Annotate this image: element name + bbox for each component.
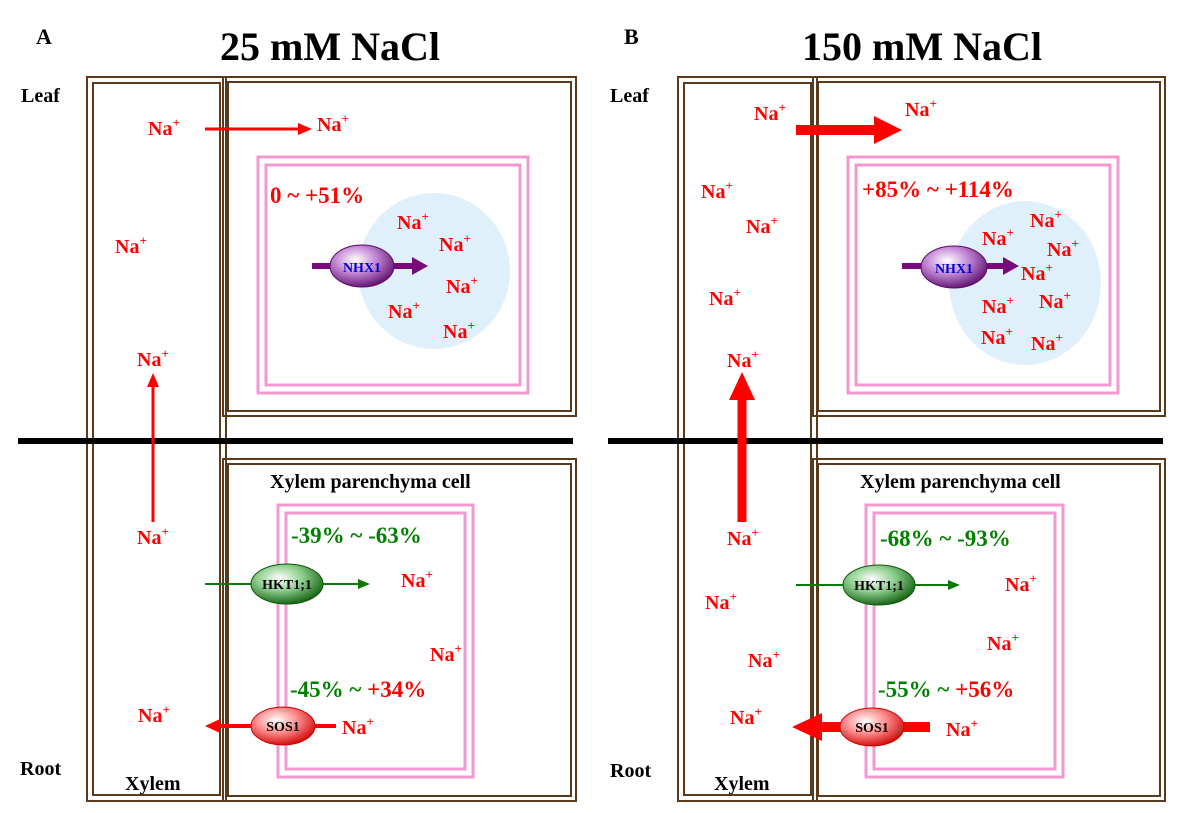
nhx1-change: 0 ~ +51% — [270, 183, 364, 208]
root-cell-wall — [222, 458, 577, 802]
nhx1-change: +85% ~ +114% — [862, 177, 1014, 202]
leaf-cell-membrane — [846, 155, 1120, 395]
na-ion: Na+ — [946, 716, 978, 741]
na-ion: Na+ — [1031, 330, 1063, 355]
root-cell-wall — [812, 458, 1166, 802]
arrow-root-to-leaf — [729, 372, 755, 522]
sos1-change: -55% ~ +56% — [878, 677, 1014, 702]
xylem-label: Xylem — [125, 773, 181, 795]
root-label: Root — [610, 760, 651, 782]
leaf-cell-wall-inner — [817, 81, 1161, 412]
arrow-root-to-leaf — [147, 373, 159, 522]
nhx1-label: NHX1 — [935, 262, 973, 277]
na-ion: Na+ — [746, 213, 778, 238]
na-ions-a: Na+ Na+ Na+ Na+ Na+ Na+ Na+ Na+ Na+ Na+ … — [115, 111, 478, 739]
leaf-cell-wall-inner — [227, 81, 572, 412]
root-cell-wall-inner — [227, 463, 572, 797]
sos1-change: -45% ~ +34% — [290, 677, 426, 702]
hkt1-change: -39% ~ -63% — [291, 523, 422, 548]
hkt1-transporter: HKT1;1 — [842, 564, 916, 606]
leaf-cell-membrane — [256, 155, 530, 395]
na-ion: Na+ — [730, 704, 762, 729]
na-ion: Na+ — [443, 318, 475, 343]
sos1-transporter: SOS1 — [250, 706, 316, 746]
root-cell-membrane-inner — [872, 511, 1057, 771]
na-ion: Na+ — [137, 524, 169, 549]
na-ion: Na+ — [115, 233, 147, 258]
na-ion: Na+ — [987, 630, 1019, 655]
na-ion: Na+ — [748, 647, 780, 672]
panel-letter: A — [36, 24, 52, 49]
panel-letter: B — [624, 24, 639, 49]
xylem-parenchyma-cell-label: Xylem parenchyma cell — [860, 471, 1061, 493]
na-ion: Na+ — [446, 273, 478, 298]
nhx1-label: NHX1 — [343, 261, 381, 276]
panel-title: 25 mM NaCl — [220, 24, 440, 69]
na-ion: Na+ — [709, 285, 741, 310]
na-ion: Na+ — [754, 100, 786, 125]
sos1-transporter: SOS1 — [839, 707, 905, 747]
vacuole — [949, 201, 1101, 365]
leaf-label: Leaf — [21, 85, 60, 107]
sos1-label: SOS1 — [266, 720, 299, 735]
xylem-parenchyma-cell-label: Xylem parenchyma cell — [270, 471, 471, 493]
na-ion: Na+ — [388, 298, 420, 323]
na-ion: Na+ — [1047, 236, 1079, 261]
root-cell-membrane — [276, 503, 475, 779]
xylem-label: Xylem — [714, 773, 770, 795]
na-ion: Na+ — [701, 178, 733, 203]
na-ion: Na+ — [1030, 207, 1062, 232]
panel-b: B 150 mM NaCl Leaf Root Xylem Xylem pare… — [608, 24, 1166, 802]
root-cell-wall-inner — [817, 463, 1161, 797]
na-ions-b: Na+ Na+ Na+ Na+ Na+ Na+ Na+ Na+ Na+ Na+ … — [701, 96, 1079, 741]
na-ion: Na+ — [439, 231, 471, 256]
na-ion: Na+ — [705, 589, 737, 614]
root-cell-membrane — [864, 503, 1065, 779]
hkt1-transporter: HKT1;1 — [250, 563, 324, 605]
na-ion: Na+ — [1021, 260, 1053, 285]
hkt1-label: HKT1;1 — [262, 578, 312, 593]
arrow-xylem-to-leaf — [796, 116, 902, 144]
na-ion: Na+ — [905, 96, 937, 121]
sos1-label: SOS1 — [855, 721, 888, 736]
leaf-cell-membrane-inner — [854, 163, 1112, 387]
panel-a: A 25 mM NaCl Leaf Root Xylem Xylem paren… — [18, 24, 577, 802]
na-ion: Na+ — [430, 641, 462, 666]
leaf-cell-wall — [812, 76, 1166, 417]
na-ion: Na+ — [317, 111, 349, 136]
leaf-cell-membrane-inner — [264, 163, 522, 387]
na-ion: Na+ — [397, 209, 429, 234]
na-ion: Na+ — [137, 346, 169, 371]
panel-title: 150 mM NaCl — [802, 24, 1042, 69]
leaf-label: Leaf — [610, 85, 649, 107]
nhx1-transporter: NHX1 — [920, 245, 988, 289]
na-ion: Na+ — [401, 567, 433, 592]
vacuole — [358, 193, 510, 349]
na-ion: Na+ — [342, 714, 374, 739]
na-ion: Na+ — [1005, 571, 1037, 596]
na-ion: Na+ — [1039, 288, 1071, 313]
na-ion: Na+ — [982, 293, 1014, 318]
hkt1-label: HKT1;1 — [854, 579, 904, 594]
na-ion: Na+ — [138, 702, 170, 727]
na-ion: Na+ — [982, 225, 1014, 250]
na-ion: Na+ — [727, 347, 759, 372]
nhx1-transporter: NHX1 — [329, 244, 395, 288]
arrow-xylem-to-leaf — [205, 123, 312, 135]
na-ion: Na+ — [727, 525, 759, 550]
na-ion: Na+ — [148, 115, 180, 140]
hkt1-change: -68% ~ -93% — [880, 526, 1011, 551]
leaf-cell-wall — [222, 76, 577, 417]
root-label: Root — [20, 758, 61, 780]
na-ion: Na+ — [981, 324, 1013, 349]
root-cell-membrane-inner — [284, 511, 467, 771]
